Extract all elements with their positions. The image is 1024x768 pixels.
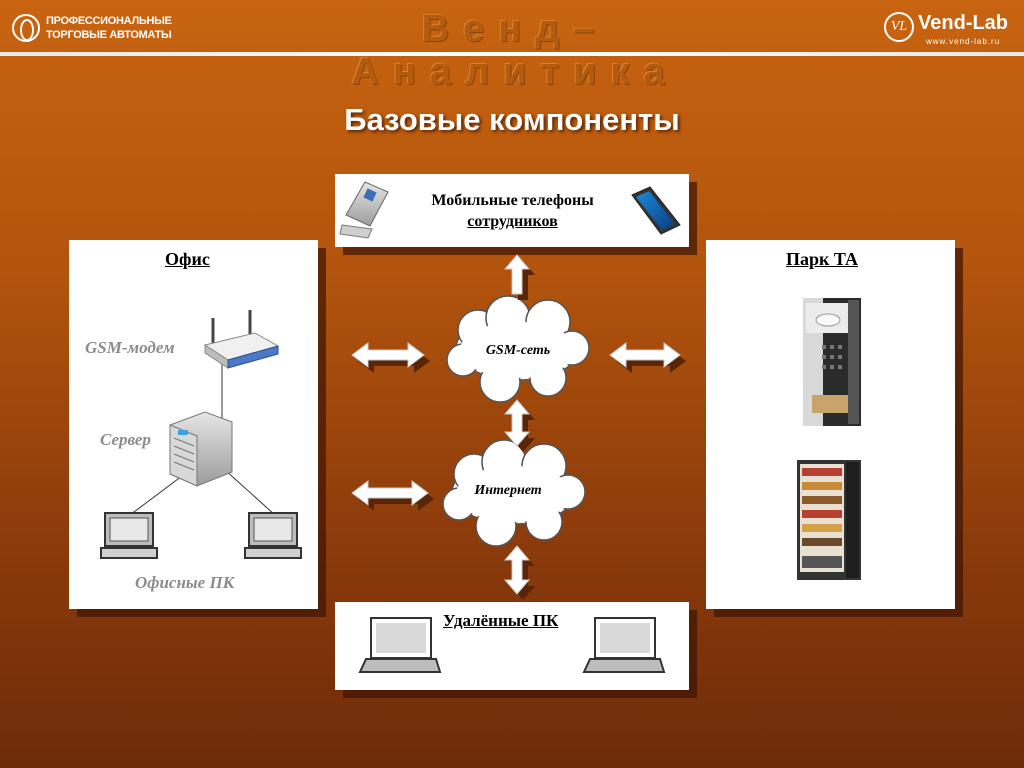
office-pc-left-icon (100, 512, 158, 559)
mobile-title-line2: сотрудников (467, 213, 558, 230)
remote-pcs-title: Удалённые ПК (443, 611, 559, 630)
logo-left-line1: ПРОФЕССИОНАЛЬНЫЕ (46, 15, 172, 27)
flip-phone-icon (339, 181, 389, 239)
server-label: Сервер (100, 430, 151, 449)
mobile-phones-title: Мобильные телефоны сотрудников (405, 190, 620, 232)
gsm-modem-icon (203, 310, 280, 369)
office-pcs-label: Офисные ПК (135, 573, 235, 592)
connection-arrows (351, 254, 686, 600)
logo-left-line2: ТОРГОВЫЕ АВТОМАТЫ (46, 29, 172, 41)
logo-circle-icon (12, 14, 40, 42)
internet-cloud (442, 439, 586, 547)
smartphone-icon (631, 186, 681, 235)
vend-lab-name: Vend-Lab (918, 12, 1009, 34)
logo-professional-vending: ПРОФЕССИОНАЛЬНЫЕ ТОРГОВЫЕ АВТОМАТЫ (12, 12, 172, 46)
vending-park-title: Парк ТА (786, 249, 858, 269)
remote-laptop-left-icon (358, 617, 442, 673)
snack-vending-machine-icon (797, 460, 861, 580)
coffee-vending-machine-icon (803, 298, 861, 426)
mobile-title-line1: Мобильные телефоны (431, 192, 594, 209)
office-pc-right-icon (244, 512, 302, 559)
gsm-network-label: GSM-сеть (485, 343, 551, 358)
logo-left-text: ПРОФЕССИОНАЛЬНЫЕ ТОРГОВЫЕ АВТОМАТЫ (46, 14, 172, 42)
remote-laptop-right-icon (582, 617, 666, 673)
header-bar: ПРОФЕССИОНАЛЬНЫЕ ТОРГОВЫЕ АВТОМАТЫ Венд–… (0, 0, 1024, 93)
vend-lab-url: www.vend-lab.ru (926, 37, 1001, 46)
mobile-phones-panel: Мобильные телефоны сотрудников (335, 174, 689, 247)
brand-title: Венд–Аналитика (351, 8, 679, 93)
page-title: Базовые компоненты (344, 102, 680, 137)
gsm-modem-label: GSM-модем (85, 338, 175, 357)
internet-label: Интернет (474, 483, 542, 498)
logo-vend-lab: VL Vend-Lab www.vend-lab.ru (880, 10, 1020, 50)
server-icon (169, 411, 233, 487)
header-divider (0, 52, 1024, 56)
vend-lab-mark-icon: VL (884, 12, 914, 42)
gsm-network-cloud (446, 295, 590, 403)
office-title: Офис (165, 249, 210, 269)
